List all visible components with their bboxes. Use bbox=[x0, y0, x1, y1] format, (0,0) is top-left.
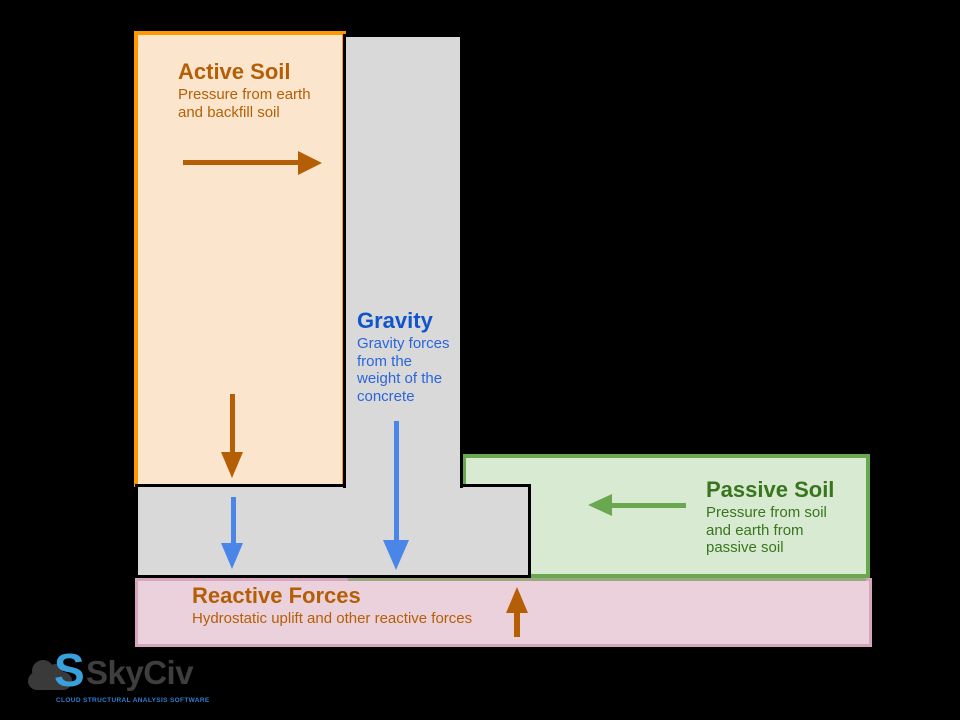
arrow-head bbox=[298, 151, 322, 175]
arrow-head bbox=[221, 452, 243, 478]
arrow-shaft bbox=[183, 160, 301, 165]
arrow-head bbox=[221, 543, 243, 569]
gravity-description-line: concrete bbox=[357, 387, 415, 405]
arrow-head bbox=[588, 494, 612, 516]
arrow-shaft bbox=[514, 611, 520, 637]
gravity-description-line: Gravity forces bbox=[357, 335, 450, 352]
logo-s-mark: S bbox=[54, 644, 85, 696]
active-soil-label: Active Soil Pressure from earth and back… bbox=[178, 58, 311, 121]
arrow-head bbox=[383, 540, 409, 570]
skyciv-logo: S SkyCiv CLOUD STRUCTURAL ANALYSIS SOFTW… bbox=[28, 647, 209, 708]
passive-soil-description-line: passive soil bbox=[706, 539, 784, 556]
reactive-forces-title: Reactive Forces bbox=[192, 583, 361, 608]
passive-soil-label: Passive Soil Pressure from soil and eart… bbox=[706, 476, 834, 557]
logo-tagline-text: CLOUD STRUCTURAL ANALYSIS SOFTWARE bbox=[56, 697, 210, 704]
gravity-description-line: from the bbox=[357, 352, 413, 370]
passive-soil-baseline bbox=[348, 577, 866, 581]
active-soil-description-line: Pressure from earth bbox=[178, 86, 311, 103]
logo-brand-text: SkyCiv bbox=[86, 654, 194, 691]
arrow-shaft bbox=[610, 503, 686, 508]
arrow-shaft bbox=[394, 421, 399, 542]
passive-soil-description-line: and earth from bbox=[706, 521, 804, 539]
reactive-forces-label: Reactive Forces Hydrostatic uplift and o… bbox=[192, 582, 472, 628]
reactive-forces-description-line: Hydrostatic uplift and other reactive fo… bbox=[192, 610, 473, 627]
arrow-shaft bbox=[230, 394, 235, 454]
active-soil-title: Active Soil bbox=[178, 59, 291, 84]
passive-soil-description-line: Pressure from soil bbox=[706, 504, 827, 521]
arrow-head bbox=[506, 587, 528, 613]
gravity-title: Gravity bbox=[357, 308, 433, 333]
active-soil-description-line: and backfill soil bbox=[178, 103, 280, 121]
cloud-icon bbox=[28, 660, 72, 690]
arrow-shaft bbox=[231, 497, 236, 545]
gravity-label: Gravity Gravity forces from the weight o… bbox=[357, 307, 450, 405]
gravity-description-line: weight of the bbox=[357, 370, 443, 387]
passive-soil-title: Passive Soil bbox=[706, 477, 835, 502]
concrete-stem bbox=[343, 34, 463, 488]
concrete-footing bbox=[135, 484, 531, 578]
